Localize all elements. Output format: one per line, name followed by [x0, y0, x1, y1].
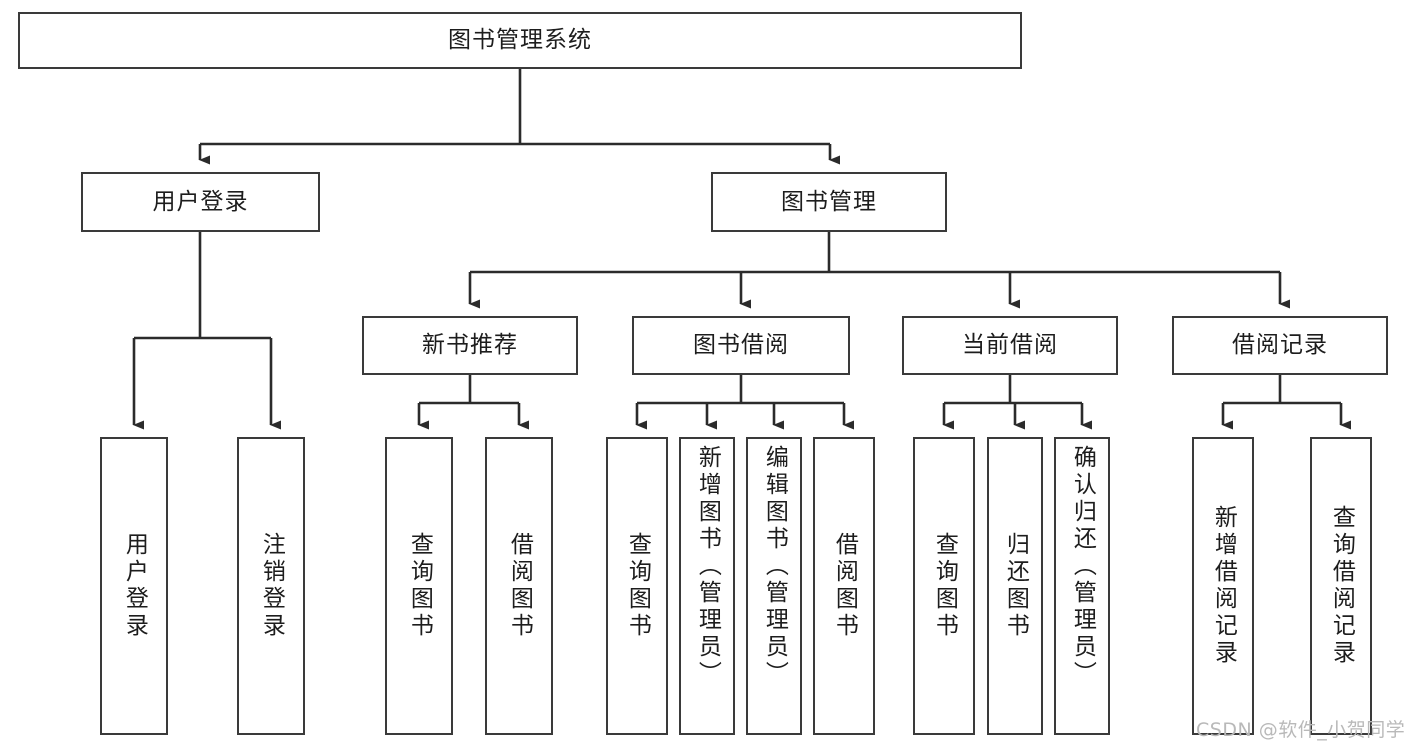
- node-leaf-query-record[interactable]: 查询借阅记录: [1310, 437, 1372, 735]
- node-leaf-query-book-rec-label: 查询图书: [406, 532, 433, 640]
- node-book-borrow[interactable]: 图书借阅: [632, 316, 850, 375]
- node-new-book-rec[interactable]: 新书推荐: [362, 316, 578, 375]
- node-leaf-query-record-label: 查询借阅记录: [1328, 505, 1355, 667]
- node-leaf-query-book-borrow-label: 查询图书: [624, 532, 651, 640]
- node-borrow-record[interactable]: 借阅记录: [1172, 316, 1388, 375]
- node-leaf-query-book-borrow[interactable]: 查询图书: [606, 437, 668, 735]
- node-current-borrow[interactable]: 当前借阅: [902, 316, 1118, 375]
- node-leaf-query-book-current[interactable]: 查询图书: [913, 437, 975, 735]
- node-book-borrow-label: 图书借阅: [693, 332, 789, 359]
- node-leaf-borrow-book-rec[interactable]: 借阅图书: [485, 437, 553, 735]
- node-leaf-borrow-book[interactable]: 借阅图书: [813, 437, 875, 735]
- node-leaf-edit-book-label: 编辑图书（管理员）: [761, 445, 788, 688]
- node-leaf-query-book-rec[interactable]: 查询图书: [385, 437, 453, 735]
- node-root[interactable]: 图书管理系统: [18, 12, 1022, 69]
- node-leaf-return-book-label: 归还图书: [1002, 532, 1029, 640]
- node-leaf-user-login-label: 用户登录: [121, 532, 148, 640]
- node-borrow-record-label: 借阅记录: [1232, 332, 1328, 359]
- csdn-watermark: CSDN @软件_小贺同学: [1196, 719, 1405, 741]
- node-leaf-return-book[interactable]: 归还图书: [987, 437, 1043, 735]
- node-user-login[interactable]: 用户登录: [81, 172, 320, 232]
- node-leaf-user-login[interactable]: 用户登录: [100, 437, 168, 735]
- node-current-borrow-label: 当前借阅: [962, 332, 1058, 359]
- node-leaf-borrow-book-label: 借阅图书: [831, 532, 858, 640]
- node-leaf-edit-book[interactable]: 编辑图书（管理员）: [746, 437, 802, 735]
- node-book-manage-label: 图书管理: [781, 188, 877, 215]
- node-leaf-confirm-return[interactable]: 确认归还（管理员）: [1054, 437, 1110, 735]
- node-leaf-add-record[interactable]: 新增借阅记录: [1192, 437, 1254, 735]
- node-leaf-confirm-return-label: 确认归还（管理员）: [1069, 445, 1096, 688]
- node-book-manage[interactable]: 图书管理: [711, 172, 947, 232]
- node-leaf-query-book-current-label: 查询图书: [931, 532, 958, 640]
- node-new-book-rec-label: 新书推荐: [422, 332, 518, 359]
- node-user-login-label: 用户登录: [152, 188, 249, 215]
- node-leaf-add-record-label: 新增借阅记录: [1210, 505, 1237, 667]
- node-leaf-add-book[interactable]: 新增图书（管理员）: [679, 437, 735, 735]
- node-root-label: 图书管理系统: [448, 27, 592, 54]
- node-leaf-add-book-label: 新增图书（管理员）: [694, 445, 721, 688]
- node-leaf-borrow-book-rec-label: 借阅图书: [506, 532, 533, 640]
- node-leaf-logout[interactable]: 注销登录: [237, 437, 305, 735]
- node-leaf-logout-label: 注销登录: [258, 532, 285, 640]
